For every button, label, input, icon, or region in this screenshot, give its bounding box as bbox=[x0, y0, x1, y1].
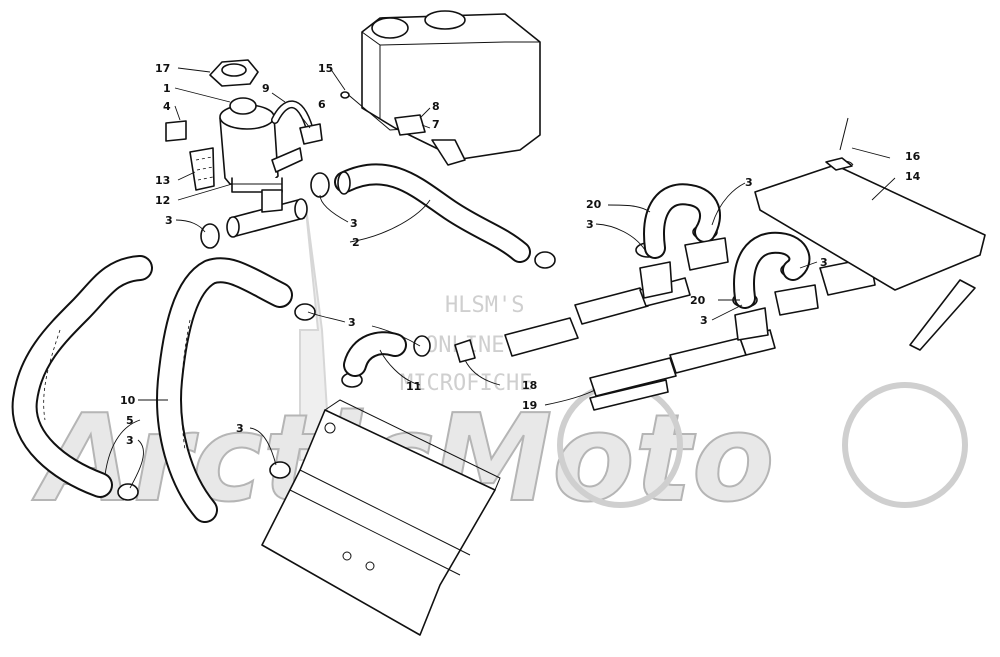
callout-20: 20 bbox=[690, 294, 706, 307]
u-bend-hoses bbox=[639, 183, 876, 341]
callout-20: 20 bbox=[586, 198, 602, 211]
callout-2: 2 bbox=[352, 236, 360, 249]
elbow-hose-11 bbox=[343, 331, 407, 377]
callout-10: 10 bbox=[120, 394, 136, 407]
expansion-bottle bbox=[219, 97, 303, 193]
callout-5: 5 bbox=[126, 414, 134, 427]
callout-3: 3 bbox=[820, 256, 828, 269]
hose-10 bbox=[156, 257, 293, 523]
callout-3: 3 bbox=[165, 214, 173, 227]
callout-3: 3 bbox=[350, 217, 358, 230]
callout-13: 13 bbox=[155, 174, 170, 187]
plate-14 bbox=[754, 117, 986, 351]
hose-5 bbox=[11, 255, 153, 498]
reservoir-tank bbox=[361, 10, 541, 166]
tee-fitting bbox=[226, 189, 308, 238]
callout-3: 3 bbox=[745, 176, 753, 189]
callout-17: 17 bbox=[155, 62, 170, 75]
watermark: ArcticMoto HLSM'S ONLINE MICROFICHE bbox=[31, 199, 968, 530]
callout-4: 4 bbox=[163, 100, 171, 113]
callout-3: 3 bbox=[126, 434, 134, 447]
callout-19: 19 bbox=[522, 399, 537, 412]
callout-16: 16 bbox=[905, 150, 921, 163]
watermark-tower bbox=[299, 199, 332, 461]
callout-15: 15 bbox=[318, 62, 333, 75]
callout-7: 7 bbox=[432, 118, 440, 131]
watermark-line-3: MICROFICHE bbox=[400, 371, 532, 396]
callout-3: 3 bbox=[586, 218, 594, 231]
bottom-panel bbox=[261, 399, 501, 636]
callout-1: 1 bbox=[163, 82, 171, 95]
callout-11: 11 bbox=[406, 380, 421, 393]
callout-18: 18 bbox=[522, 379, 537, 392]
hose-2 bbox=[334, 163, 531, 263]
callout-3: 3 bbox=[700, 314, 708, 327]
callout-9: 9 bbox=[262, 82, 270, 95]
leader-lines bbox=[104, 67, 896, 489]
callout-3: 3 bbox=[348, 316, 356, 329]
decal bbox=[165, 120, 215, 191]
callout-12: 12 bbox=[155, 194, 170, 207]
vent-hose bbox=[271, 91, 426, 145]
watermark-line-1: HLSM'S bbox=[445, 293, 524, 318]
radiator-cap bbox=[209, 59, 259, 87]
callout-14: 14 bbox=[905, 170, 921, 183]
callout-8: 8 bbox=[432, 100, 440, 113]
watermark-wheel bbox=[842, 382, 968, 508]
callout-labels: 17 1 4 13 12 3 15 9 6 8 7 3 2 20 3 3 16 … bbox=[120, 62, 921, 447]
callout-6: 6 bbox=[318, 98, 326, 111]
callout-3: 3 bbox=[236, 422, 244, 435]
